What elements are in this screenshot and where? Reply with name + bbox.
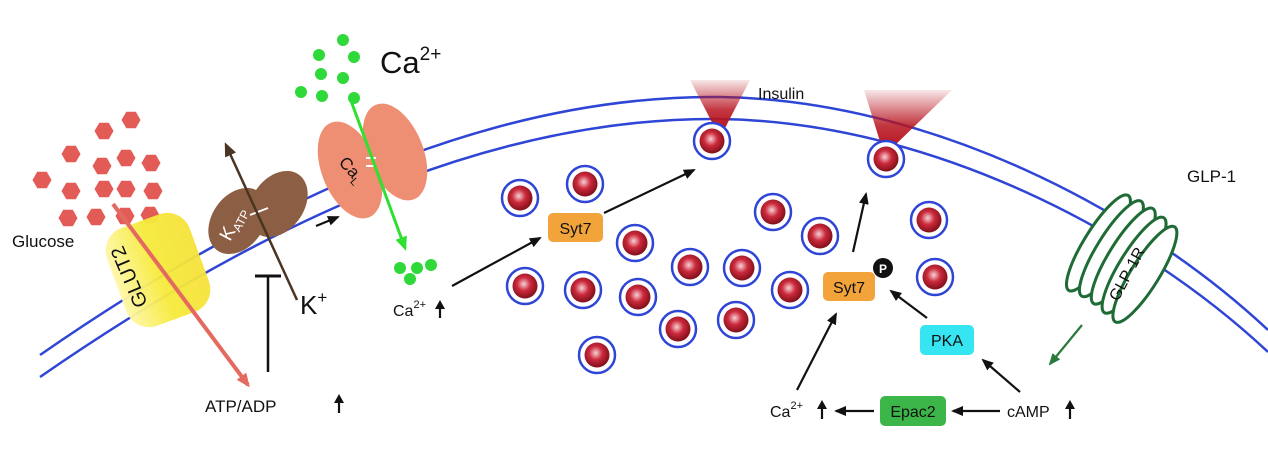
syt7-right-label: Syt7 xyxy=(833,280,865,297)
calcium-dot xyxy=(394,262,406,274)
calcium-increase-arrow-icon xyxy=(435,300,445,318)
vesicle xyxy=(670,247,710,287)
syt7-box-right: Syt7 xyxy=(823,272,875,301)
calcium-dot xyxy=(404,273,416,285)
calcium-dot xyxy=(425,259,437,271)
glucose-hexagon xyxy=(116,180,136,198)
calcium-dot xyxy=(348,92,360,104)
calcium-intracellular-label: Ca2+ xyxy=(393,299,426,320)
calcium-dot xyxy=(315,68,327,80)
glucose-transport-arrow xyxy=(111,202,250,388)
pka-label: PKA xyxy=(931,333,963,350)
calcium-dot xyxy=(295,86,307,98)
glucose-molecules xyxy=(32,111,163,227)
vesicle xyxy=(909,200,949,240)
calcium-bottom-label: Ca2+ xyxy=(770,400,803,421)
atp-increase-arrow-icon xyxy=(334,394,344,413)
glucose-hexagon xyxy=(32,171,52,189)
calcium-extracellular-label: Ca2+ xyxy=(380,44,441,80)
camp-label: cAMP xyxy=(1007,404,1050,421)
insulin-release xyxy=(690,80,952,148)
glucose-hexagon xyxy=(61,145,81,163)
glp1r-to-camp-arrow xyxy=(1048,324,1083,366)
glucose-hexagon xyxy=(141,154,161,172)
calcium-dot xyxy=(348,51,360,63)
glucose-hexagon xyxy=(61,182,81,200)
phosphate-label: P xyxy=(879,262,887,276)
glucose-hexagon xyxy=(94,180,114,198)
vesicle xyxy=(866,139,906,179)
pka-box: PKA xyxy=(920,325,974,355)
calcium-influx-arrow xyxy=(348,97,407,251)
vesicle xyxy=(565,164,605,204)
vesicle xyxy=(658,309,698,349)
epac2-label: Epac2 xyxy=(890,404,935,421)
vesicle xyxy=(500,178,540,218)
insulin-label: Insulin xyxy=(758,86,804,103)
glucose-hexagon xyxy=(116,149,136,167)
atp-inhibition-line xyxy=(255,274,281,372)
syt7-phospho-to-fusion-arrow xyxy=(851,192,869,253)
phosphate-badge: P xyxy=(873,258,893,278)
calcium-dot xyxy=(337,34,349,46)
glucose-hexagon xyxy=(94,122,114,140)
glucose-hexagon xyxy=(86,208,106,226)
potassium-efflux-arrow xyxy=(224,142,299,301)
vesicle xyxy=(505,266,545,306)
vesicle xyxy=(770,270,810,310)
glucose-hexagon xyxy=(58,209,78,227)
vesicle xyxy=(915,257,955,297)
glucose-label: Glucose xyxy=(12,232,74,251)
atp-adp-label: ATP/ADP xyxy=(205,397,276,416)
vesicle xyxy=(800,216,840,256)
calcium-dot xyxy=(313,49,325,61)
insulin-vesicles xyxy=(500,121,955,375)
vesicle xyxy=(618,277,658,317)
calcium-to-syt7-arrow xyxy=(451,237,542,287)
potassium-label: K+ xyxy=(300,288,327,320)
glucose-hexagon xyxy=(143,182,163,200)
calcium-bottom-increase-arrow-icon xyxy=(817,400,827,419)
calcium-ions xyxy=(295,34,437,285)
syt7-left-label: Syt7 xyxy=(559,221,591,238)
vesicle xyxy=(716,300,756,340)
epac2-box: Epac2 xyxy=(880,396,946,426)
calcium-dot xyxy=(337,72,349,84)
glucose-hexagon xyxy=(92,157,112,175)
calcium-dot xyxy=(316,90,328,102)
calcium-dot xyxy=(411,262,423,274)
glucose-hexagon xyxy=(121,111,141,129)
pka-to-syt7-arrow xyxy=(889,289,928,319)
syt7-to-fusion-arrow xyxy=(603,169,696,214)
glp1-label: GLP-1 xyxy=(1187,167,1236,186)
vesicle xyxy=(615,223,655,263)
vesicle xyxy=(753,192,793,232)
vesicle xyxy=(563,270,603,310)
vesicle xyxy=(692,121,732,161)
camp-to-pka-arrow xyxy=(981,358,1021,393)
depolarization-arrow xyxy=(315,215,340,228)
camp-increase-arrow-icon xyxy=(1065,400,1075,419)
syt7-box-left: Syt7 xyxy=(548,213,603,242)
vesicle xyxy=(577,335,617,375)
glp1r-receptor xyxy=(1065,193,1179,324)
vesicle xyxy=(722,248,762,288)
calcium-to-syt7-right-arrow xyxy=(796,312,837,391)
